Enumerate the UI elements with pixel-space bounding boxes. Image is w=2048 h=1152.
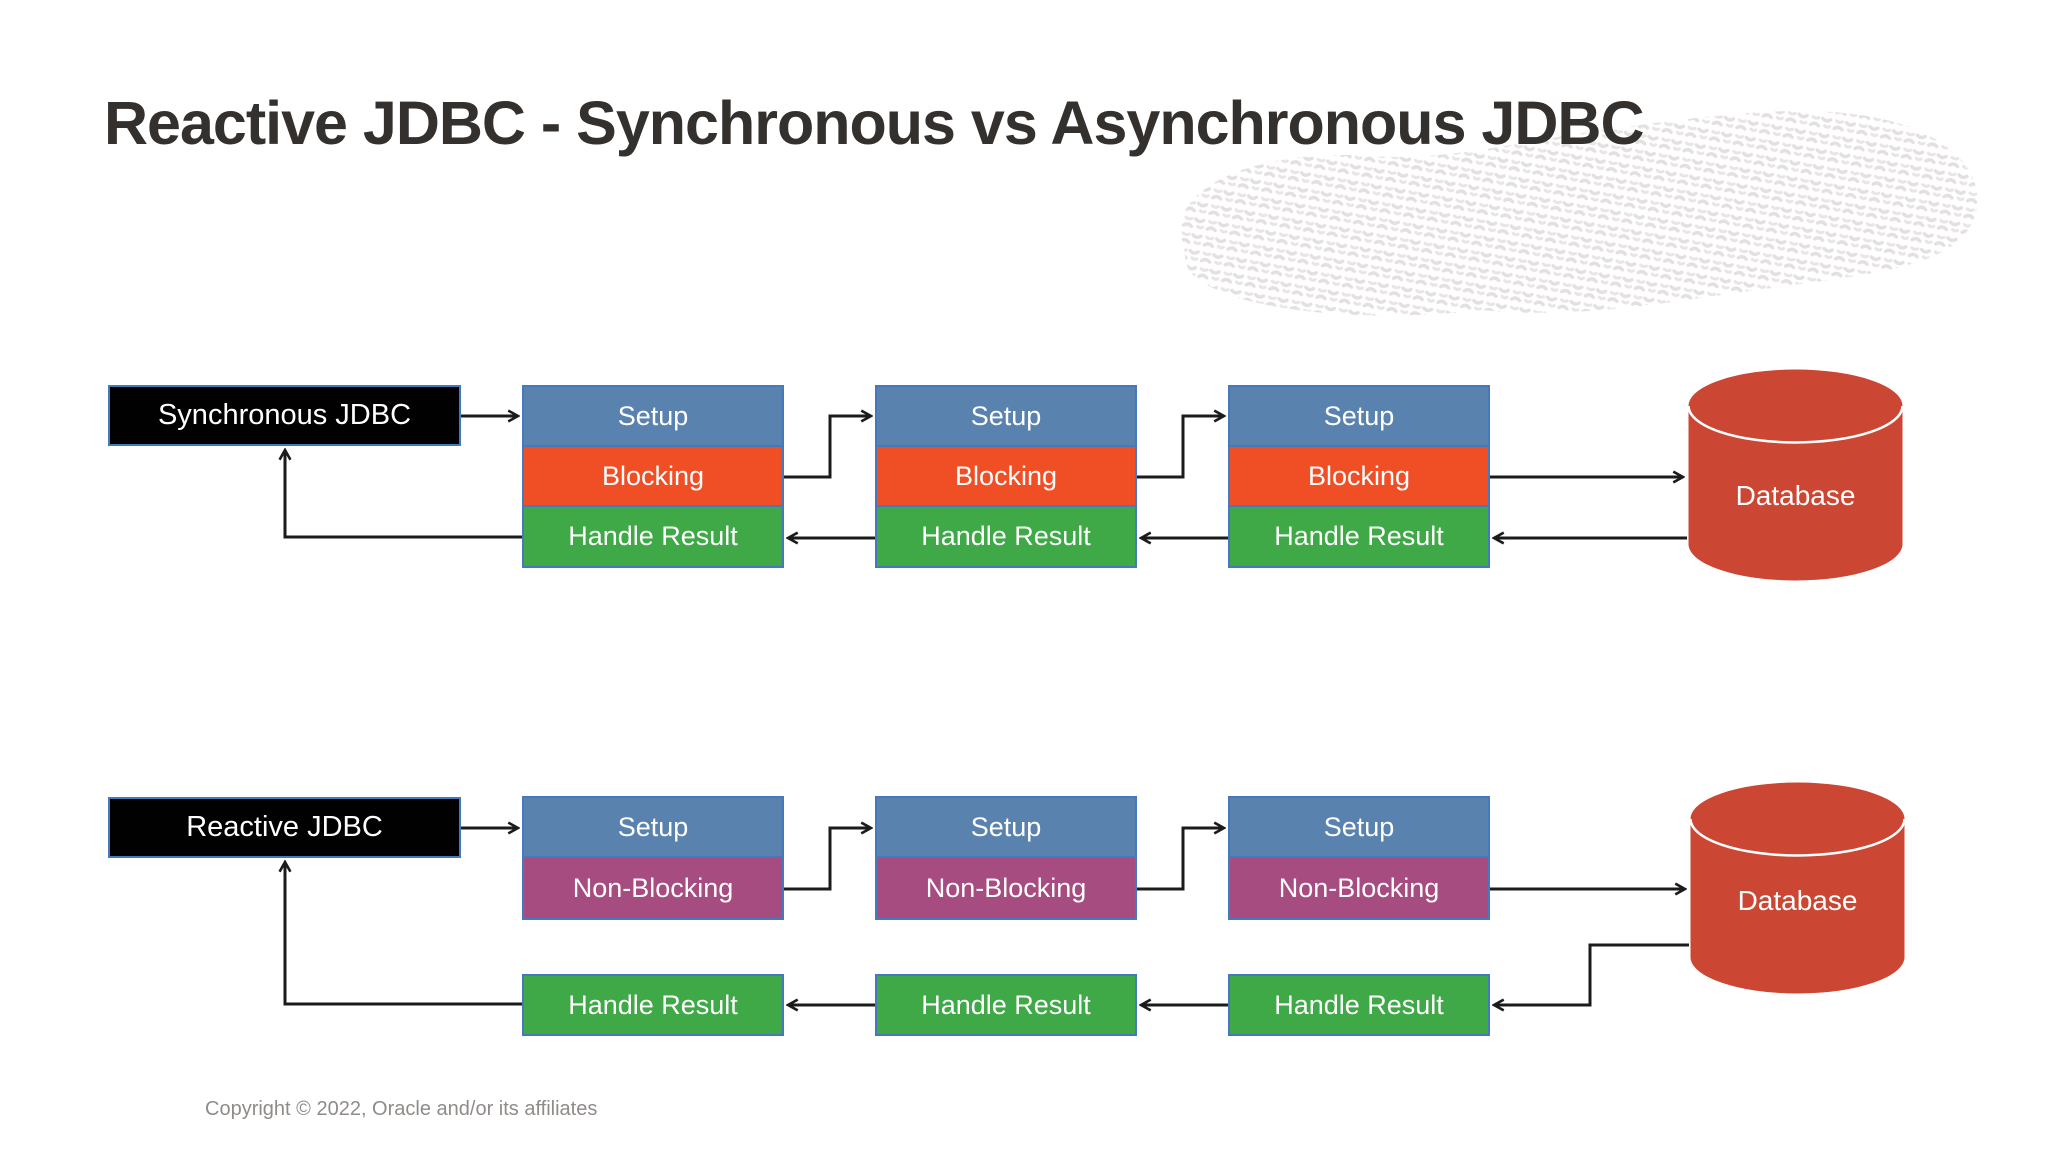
sync-stage1-setup: Setup — [522, 385, 784, 447]
reactive-jdbc-label: Reactive JDBC — [108, 797, 461, 858]
arrow-blocking1-to-setup2 — [784, 416, 871, 479]
reactive-stage3-nonblocking: Non-Blocking — [1228, 856, 1490, 920]
reactive-stage2-nonblocking: Non-Blocking — [875, 856, 1137, 920]
reactive-stage1-setup: Setup — [522, 796, 784, 858]
arrow-nonblocking1-to-setup2 — [784, 828, 871, 891]
sync-stage3-setup: Setup — [1228, 385, 1490, 447]
reactive-stage2-handle-result: Handle Result — [875, 974, 1137, 1036]
reactive-stage3-setup: Setup — [1228, 796, 1490, 858]
reactive-stage1-nonblocking: Non-Blocking — [522, 856, 784, 920]
arrow-blocking2-to-setup3 — [1137, 416, 1224, 479]
database-icon: Database — [1687, 369, 1904, 581]
sync-stage2-handle-result: Handle Result — [875, 505, 1137, 568]
arrow-result1-to-reactive — [285, 862, 522, 1006]
arrow-result1-to-sync — [285, 450, 522, 539]
sync-stage3-blocking: Blocking — [1228, 445, 1490, 507]
database-label: Database — [1736, 480, 1856, 511]
fingerprint-texture — [1180, 110, 1978, 316]
sync-stage3-handle-result: Handle Result — [1228, 505, 1490, 568]
reactive-stage3-handle-result: Handle Result — [1228, 974, 1490, 1036]
sync-stage1-handle-result: Handle Result — [522, 505, 784, 568]
sync-stage1-blocking: Blocking — [522, 445, 784, 507]
sync-stage2-blocking: Blocking — [875, 445, 1137, 507]
database-icon: Database — [1689, 782, 1906, 994]
arrow-database-to-result3 — [1494, 943, 1689, 1005]
reactive-stage2-setup: Setup — [875, 796, 1137, 858]
database-label: Database — [1738, 885, 1858, 916]
arrow-nonblocking2-to-setup3 — [1137, 828, 1224, 891]
synchronous-jdbc-label: Synchronous JDBC — [108, 385, 461, 446]
sync-stage2-setup: Setup — [875, 385, 1137, 447]
page-title: Reactive JDBC - Synchronous vs Asynchron… — [104, 89, 1645, 157]
reactive-stage1-handle-result: Handle Result — [522, 974, 784, 1036]
copyright-text: Copyright © 2022, Oracle and/or its affi… — [205, 1098, 598, 1120]
